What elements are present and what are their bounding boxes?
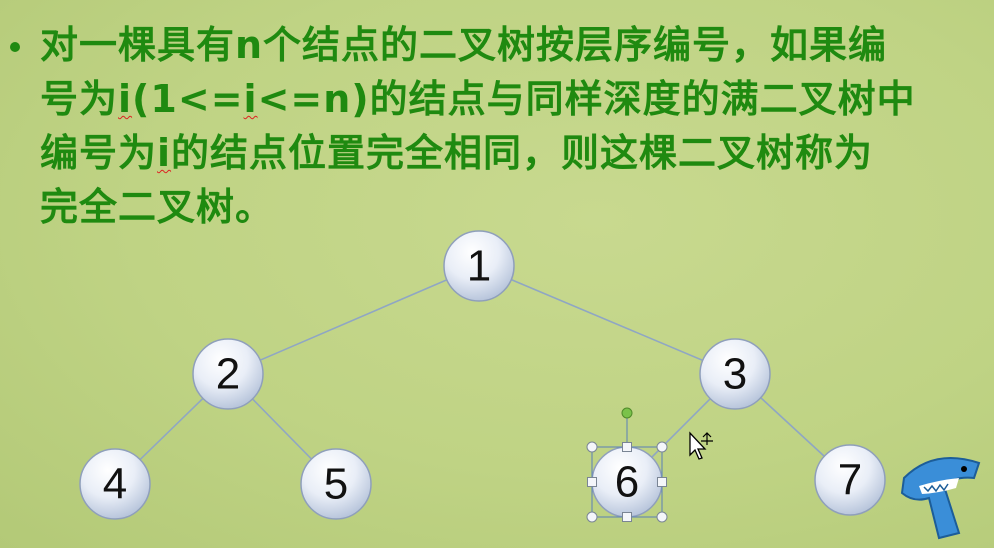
resize-handle[interactable] [656, 441, 668, 453]
selection-box[interactable] [586, 407, 668, 523]
tree-node-label: 7 [838, 456, 862, 505]
move-cursor-icon [689, 431, 713, 460]
resize-handle[interactable] [586, 441, 598, 453]
resize-handle[interactable] [622, 512, 632, 522]
tree-node-label: 4 [103, 460, 127, 509]
tree-node-4[interactable]: 4 [79, 448, 151, 520]
tree-node-circle [699, 338, 771, 410]
tree-edge-1-3 [478, 265, 736, 375]
tree-node-circle [814, 444, 886, 516]
bullet-icon [10, 42, 20, 52]
paragraph-line-4: 完全二叉树。 [40, 185, 275, 229]
resize-handle[interactable] [657, 477, 667, 487]
resize-handle[interactable] [656, 511, 668, 523]
rotate-handle[interactable] [621, 407, 633, 419]
definition-paragraph: 对一棵具有n个结点的二叉树按层序编号，如果编 号为i(1<=i<=n)的结点与同… [10, 18, 980, 234]
tree-edge-1-2 [227, 265, 480, 375]
paragraph-line-1: 对一棵具有n个结点的二叉树按层序编号，如果编 [40, 23, 888, 67]
tree-node-3[interactable]: 3 [699, 338, 771, 410]
tree-nodes: 1 2 3 4 5 6 7 [79, 230, 886, 520]
tree-node-label: 3 [723, 350, 747, 399]
tree-node-1[interactable]: 1 [443, 230, 515, 302]
tree-node-label: 5 [324, 460, 348, 509]
resize-handle[interactable] [586, 511, 598, 523]
tree-node-circle [443, 230, 515, 302]
tree-node-circle [300, 448, 372, 520]
shark-mascot-icon [900, 457, 981, 540]
tree-node-circle [79, 448, 151, 520]
tree-node-label: 2 [216, 350, 240, 399]
tree-node-circle [192, 338, 264, 410]
tree-node-5[interactable]: 5 [300, 448, 372, 520]
tree-node-7[interactable]: 7 [814, 444, 886, 516]
tree-node-label: 6 [615, 458, 639, 507]
resize-handle[interactable] [622, 442, 632, 452]
tree-node-label: 1 [467, 242, 491, 291]
paragraph-line-3: 编号为i的结点位置完全相同，则这棵二叉树称为 [40, 131, 874, 175]
paragraph-line-2: 号为i(1<=i<=n)的结点与同样深度的满二叉树中 [40, 77, 916, 121]
tree-node-6[interactable]: 6 [591, 446, 663, 518]
resize-handle[interactable] [587, 477, 597, 487]
tree-node-2[interactable]: 2 [192, 338, 264, 410]
